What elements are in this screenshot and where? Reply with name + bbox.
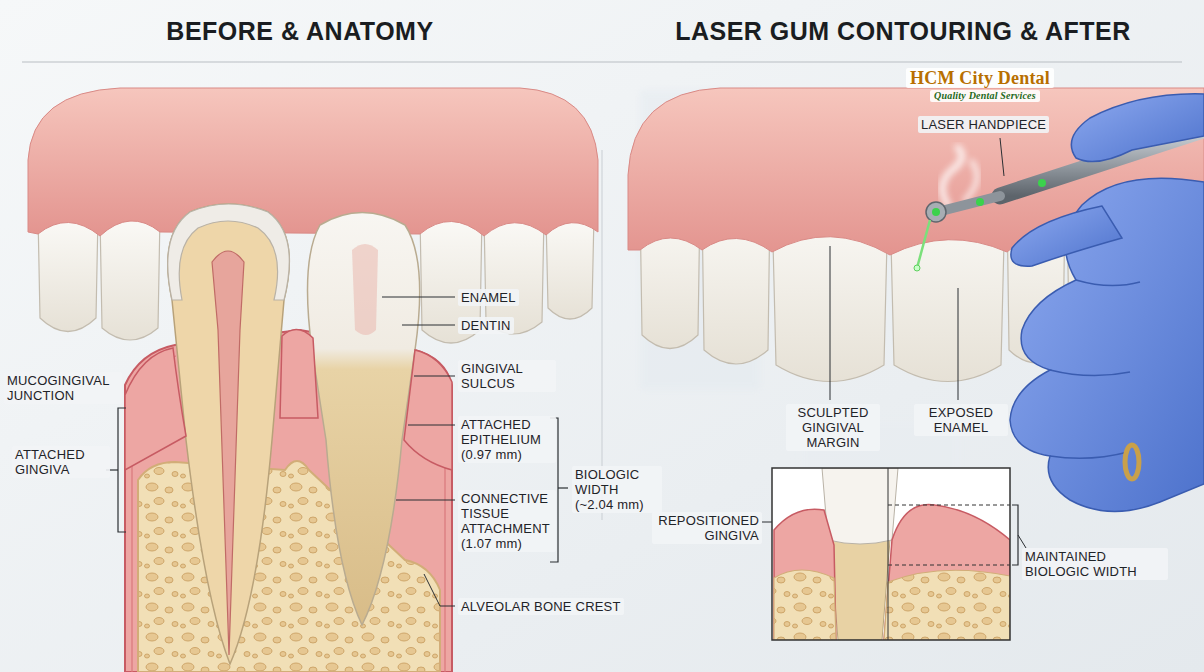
watermark: HCM City Dental	[906, 68, 1054, 88]
whole-tooth	[308, 213, 420, 626]
panel-heading: BEFORE & ANATOMY	[100, 16, 500, 46]
panel-heading: LASER GUM CONTOURING & AFTER	[623, 16, 1183, 46]
gloved-hand	[1050, 452, 1128, 458]
leader-line	[382, 297, 455, 298]
part-label: MUCOGINGIVAL JUNCTION	[4, 372, 122, 404]
gingival-papilla	[125, 348, 186, 470]
header-rule	[22, 62, 1182, 63]
bracket	[558, 487, 568, 488]
part-label: MAINTAINED BIOLOGIC WIDTH	[1022, 548, 1168, 580]
gingival-papilla	[280, 329, 318, 418]
part-label: ATTACHED GINGIVA	[12, 446, 110, 478]
laser-handpiece	[926, 202, 946, 222]
bracket	[1012, 505, 1018, 565]
upper-gum	[28, 88, 598, 236]
laser-smoke	[942, 148, 977, 205]
part-label: DENTIN	[458, 317, 514, 334]
gingival-papilla	[125, 329, 452, 470]
gloved-hand	[1050, 370, 1130, 376]
gloved-hand	[1011, 206, 1122, 266]
watermark: Quality Dental Services	[930, 90, 1040, 102]
laser-handpiece	[917, 220, 930, 268]
gingival-papilla	[404, 350, 452, 470]
laser-handpiece	[914, 265, 920, 271]
laser-handpiece	[976, 198, 984, 206]
inset-panel	[772, 468, 1010, 640]
gloved-hand	[1076, 280, 1140, 286]
bracket	[118, 408, 126, 532]
inset-section	[774, 509, 836, 640]
part-label: REPOSITIONED GINGIVA	[652, 512, 762, 544]
laser-handpiece	[945, 196, 1000, 210]
part-label: ALVEOLAR BONE CREST	[458, 598, 624, 615]
leader-line	[830, 246, 831, 400]
dimension-label: BIOLOGIC WIDTH (~2.04 mm)	[572, 466, 662, 513]
inset-section	[888, 565, 1010, 566]
inset-section	[830, 540, 890, 640]
inset-section	[884, 570, 1010, 640]
laser-smoke	[965, 162, 977, 200]
panel-divider	[602, 150, 603, 520]
part-label: SCULPTED GINGIVAL MARGIN	[786, 404, 880, 451]
inset-border	[772, 468, 1010, 640]
leader-line	[424, 574, 455, 606]
inset-section	[888, 505, 1010, 506]
leader-line	[396, 500, 455, 501]
leader-line	[1000, 138, 1004, 176]
upper-tooth	[38, 215, 98, 332]
part-label: GINGIVAL SULCUS	[458, 360, 556, 392]
dimension-label: CONNECTIVE TISSUE ATTACHMENT (1.07 mm)	[458, 490, 556, 552]
leader-line	[402, 325, 455, 326]
whole-tooth	[308, 213, 420, 626]
laser-smoke	[942, 148, 961, 205]
bracket	[106, 408, 568, 562]
inset-section	[774, 468, 1010, 640]
inset-section	[774, 570, 836, 640]
wedding-ring	[1125, 445, 1139, 479]
dimension-label: ATTACHED EPITHELIUM (0.97 mm)	[458, 416, 556, 463]
sectioned-tooth	[212, 251, 244, 655]
gloved-hand	[1010, 178, 1204, 511]
inset-section	[822, 468, 898, 544]
part-label: LASER HANDPIECE	[918, 116, 1049, 133]
whole-tooth	[352, 244, 378, 335]
leader-line	[958, 288, 959, 400]
leader-line	[414, 376, 455, 377]
inset-section	[884, 504, 1010, 640]
leader-line	[1018, 535, 1026, 548]
upper-tooth	[100, 215, 160, 340]
leader-line	[382, 297, 455, 606]
part-label: ENAMEL	[458, 289, 519, 306]
laser-handpiece	[1038, 179, 1046, 187]
part-label: EXPOSED ENAMEL	[914, 404, 1008, 436]
upper-tooth	[546, 215, 594, 319]
inset-section	[888, 468, 889, 640]
gloved-hand	[1071, 94, 1204, 162]
laser-handpiece	[932, 208, 940, 216]
gloved-hand	[1010, 94, 1204, 512]
leader-line	[408, 425, 455, 426]
